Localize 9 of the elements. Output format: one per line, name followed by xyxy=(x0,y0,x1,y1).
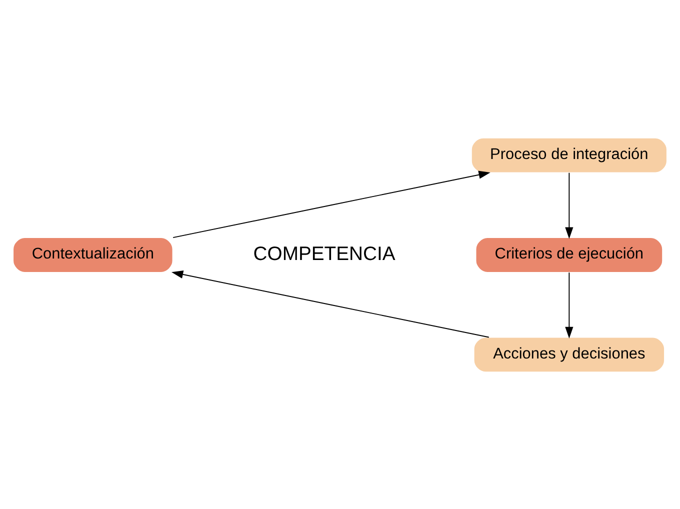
arrow xyxy=(565,172,574,238)
label: COMPETENCIA xyxy=(253,242,396,264)
arrow xyxy=(171,270,490,338)
node-box: Proceso de integración xyxy=(470,136,668,173)
arrow xyxy=(565,272,574,338)
node-box: Contextualización xyxy=(12,236,174,272)
node-box: Criterios de ejecución xyxy=(475,236,664,272)
node-box: Acciones y decisiones xyxy=(473,336,665,372)
arrow xyxy=(172,170,490,238)
